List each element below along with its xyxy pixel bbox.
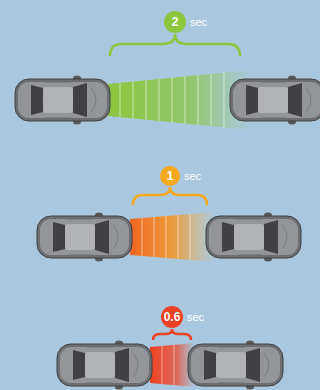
time-brace — [133, 187, 207, 205]
beam-stripe — [133, 81, 134, 119]
car — [188, 341, 283, 390]
time-unit: sec — [184, 171, 201, 182]
beam-stripes — [162, 345, 174, 385]
beam-stripe — [198, 75, 199, 125]
time-brace — [110, 34, 240, 56]
badge-circle — [160, 166, 180, 186]
beam-stripe — [166, 216, 167, 258]
time-value: 0.6 — [161, 306, 183, 328]
beam-stripes — [120, 72, 224, 128]
time-value: 1 — [160, 166, 180, 186]
time-badge: 1sec — [160, 166, 180, 186]
car — [15, 76, 110, 125]
beam-stripe — [120, 83, 121, 117]
time-badge: 2sec — [164, 11, 186, 33]
beam-stripe — [154, 217, 155, 257]
badge-circle — [161, 306, 183, 328]
car — [37, 213, 132, 262]
time-value: 2 — [164, 11, 186, 33]
beam-stripe — [211, 74, 212, 126]
time-brace — [153, 329, 191, 340]
car — [57, 341, 152, 390]
beam-stripe — [174, 345, 175, 385]
car — [230, 76, 320, 125]
beam-stripe — [162, 346, 163, 384]
beam-stripe — [190, 214, 191, 260]
distance-beam — [108, 70, 250, 130]
beam-stripe — [159, 79, 160, 121]
beam-stripe — [172, 77, 173, 123]
time-unit: sec — [187, 312, 204, 323]
beam-stripe — [185, 76, 186, 124]
car — [206, 213, 301, 262]
beam-stripe — [142, 218, 143, 256]
beam-stripe — [178, 215, 179, 259]
time-unit: sec — [190, 17, 207, 28]
badge-circle — [164, 11, 186, 33]
beam-stripe — [146, 80, 147, 120]
beam-stripes — [142, 214, 190, 260]
time-badge: 0.6sec — [161, 306, 183, 328]
distance-beam — [130, 212, 215, 262]
beam-stripe — [224, 72, 225, 128]
